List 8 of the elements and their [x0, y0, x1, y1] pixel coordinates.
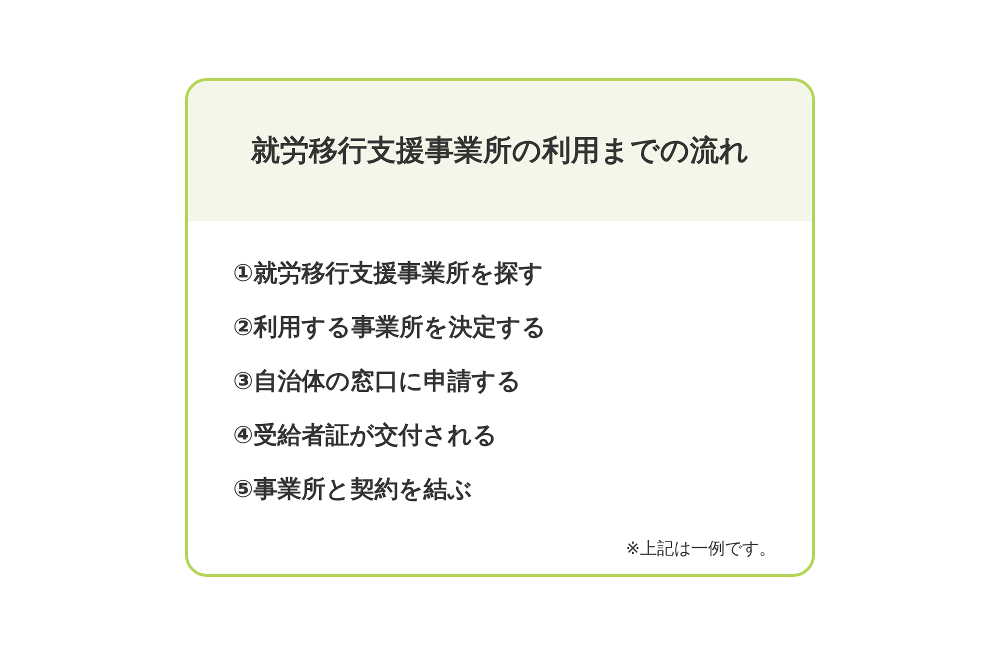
- step-item: ②利用する事業所を決定する: [233, 312, 546, 343]
- step-item: ④受給者証が交付される: [233, 420, 498, 451]
- step-item: ⑤事業所と契約を結ぶ: [233, 474, 472, 505]
- step-item: ①就労移行支援事業所を探す: [233, 258, 544, 289]
- note: ※上記は一例です。: [626, 538, 776, 560]
- heading: 就労移行支援事業所の利用までの流れ: [251, 132, 749, 169]
- card-panel: [185, 78, 815, 577]
- step-item: ③自治体の窓口に申請する: [233, 366, 522, 397]
